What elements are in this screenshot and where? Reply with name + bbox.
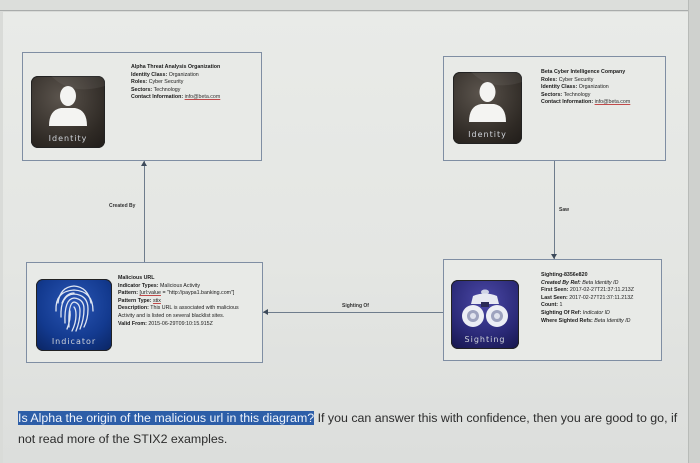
window-edge — [688, 0, 700, 463]
identity-tile-label: Identity — [468, 130, 507, 139]
beta-identity-properties: Beta Cyber Intelligence Company Roles: C… — [541, 69, 631, 106]
sighting-node[interactable]: Sighting Sighting-8356e820 Created By Re… — [443, 259, 662, 361]
sighting-of-label: Sighting Of — [342, 303, 369, 309]
alpha-identity-title: Alpha Threat Analysis Organization — [131, 64, 221, 70]
sighting-title: Sighting-8356e820 — [541, 272, 588, 278]
indicator-tile: Indicator — [36, 279, 112, 351]
binoculars-icon — [462, 289, 508, 327]
created-by-label: Created By — [109, 203, 136, 209]
arrow-up-icon — [141, 161, 147, 166]
beta-identity-title: Beta Cyber Intelligence Company — [541, 69, 626, 75]
identity-tile: Identity — [31, 76, 105, 148]
alpha-identity-node[interactable]: Identity Alpha Threat Analysis Organizat… — [22, 52, 262, 161]
beta-identity-node[interactable]: Identity Beta Cyber Intelligence Company… — [443, 56, 666, 161]
contact-email-link[interactable]: info@beta.com — [184, 94, 221, 101]
question-caption: Is Alpha the origin of the malicious url… — [18, 408, 678, 450]
top-bar — [0, 0, 700, 11]
saw-label: Saw — [559, 207, 570, 213]
caption-rest: If you can answer this with confidence, … — [18, 411, 678, 446]
sighting-tile: Sighting — [451, 280, 519, 349]
indicator-properties: Malicious URL Indicator Types: Malicious… — [118, 275, 239, 327]
sighting-of-edge — [263, 312, 443, 313]
person-silhouette-icon — [49, 76, 105, 126]
arrow-left-icon — [263, 309, 268, 315]
identity-tile: Identity — [453, 72, 522, 144]
created-by-edge — [144, 161, 145, 262]
alpha-identity-properties: Alpha Threat Analysis Organization Ident… — [131, 64, 221, 101]
highlighted-question[interactable]: Is Alpha the origin of the malicious url… — [18, 411, 315, 425]
arrow-down-icon — [551, 254, 557, 259]
sighting-properties: Sighting-8356e820 Created By Ref: Beta I… — [541, 272, 634, 324]
identity-tile-label: Identity — [48, 134, 88, 143]
indicator-title: Malicious URL — [118, 275, 155, 281]
contact-email-link[interactable]: info@beta.com — [594, 99, 631, 106]
indicator-node[interactable]: Indicator Malicious URL Indicator Types:… — [26, 262, 263, 363]
indicator-tile-label: Indicator — [51, 337, 97, 346]
sighting-tile-label: Sighting — [464, 335, 506, 344]
person-silhouette-icon — [469, 72, 522, 122]
saw-edge — [554, 161, 555, 259]
fingerprint-icon — [55, 285, 94, 332]
